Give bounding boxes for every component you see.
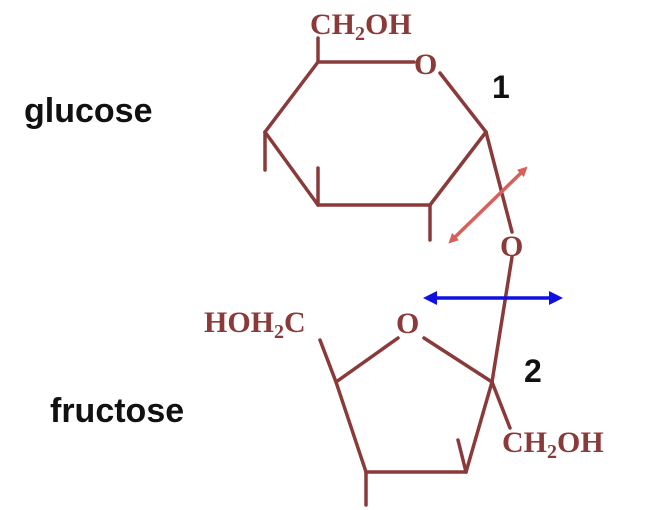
fructose-ring-oxygen: O	[396, 307, 419, 340]
fructose-ch2oh-group: CH2OH	[502, 426, 604, 463]
glycosidic-bridge-oxygen: O	[500, 230, 523, 263]
glucose-ch2oh-group: CH2OH	[310, 8, 412, 45]
glucose-ring	[263, 36, 514, 242]
diagonal-double-arrow	[448, 166, 528, 244]
fructose-hoh2c-group: HOH2C	[204, 306, 306, 343]
bond-c2-ch2oh	[490, 380, 512, 430]
bond-c4-c5	[263, 60, 320, 134]
bond-c4-c5	[334, 380, 368, 474]
bond-c3-c4	[263, 130, 320, 207]
bond-c1-bridge-o	[484, 130, 514, 234]
position-2-label: 2	[524, 353, 542, 389]
bond-bridge-o-c2	[490, 255, 514, 384]
bond-c5-hoh2c	[318, 338, 338, 384]
bond-o-c1	[438, 71, 488, 134]
fructose-ring	[318, 255, 514, 507]
position-1-label: 1	[492, 69, 510, 105]
bond-c2-c3	[464, 380, 494, 474]
bond-c5-o	[334, 336, 400, 384]
substituent-c3	[456, 438, 468, 474]
glucose-label: glucose	[24, 92, 152, 130]
fructose-label: fructose	[50, 392, 184, 430]
bond-c1-c2	[428, 130, 488, 207]
glucose-ring-oxygen: O	[414, 48, 437, 81]
bond-o-c2	[422, 336, 494, 384]
